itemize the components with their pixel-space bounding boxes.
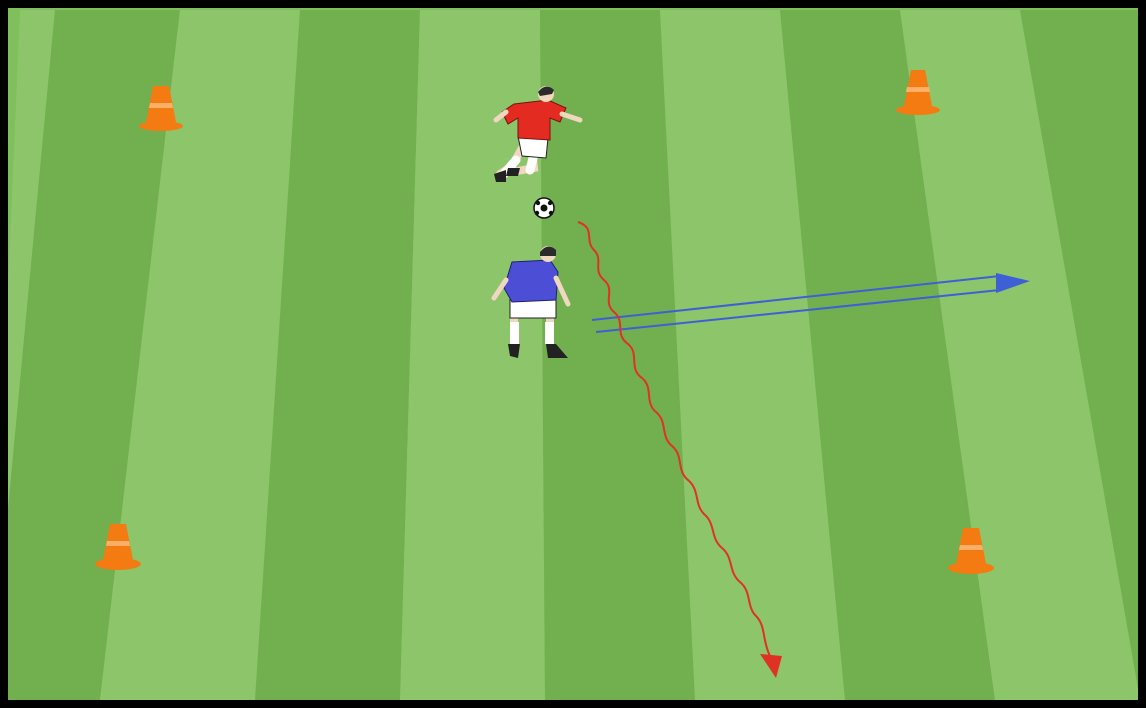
pitch-svg: [8, 8, 1138, 700]
grass-stripes: [8, 10, 1138, 700]
soccer-ball-icon: [534, 198, 554, 218]
